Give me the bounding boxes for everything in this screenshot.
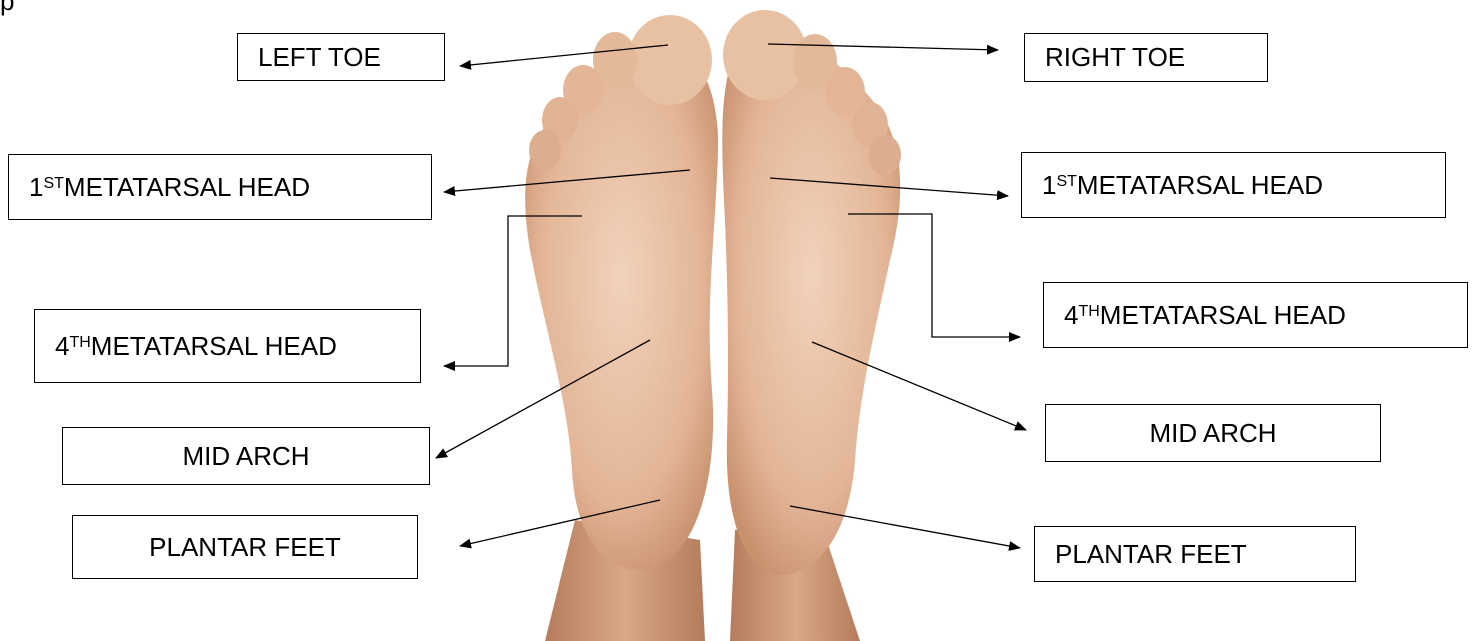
label-left-1st-metatarsal: 1ST METATARSAL HEAD [8, 154, 432, 220]
label-left-mid-arch: MID ARCH [62, 427, 430, 485]
label-right-4th-metatarsal: 4TH METATARSAL HEAD [1043, 282, 1468, 348]
left-toe-5 [529, 130, 561, 170]
label-left-toe: LEFT TOE [237, 33, 445, 81]
right-toe-5 [869, 135, 901, 175]
label-left-plantar: PLANTAR FEET [72, 515, 418, 579]
label-right-plantar: PLANTAR FEET [1034, 526, 1356, 582]
label-right-toe: RIGHT TOE [1024, 33, 1268, 82]
label-right-mid-arch: MID ARCH [1045, 404, 1381, 462]
label-right-1st-metatarsal: 1ST METATARSAL HEAD [1021, 152, 1446, 218]
label-left-4th-metatarsal: 4TH METATARSAL HEAD [34, 309, 421, 383]
left-big-toe [628, 15, 712, 105]
